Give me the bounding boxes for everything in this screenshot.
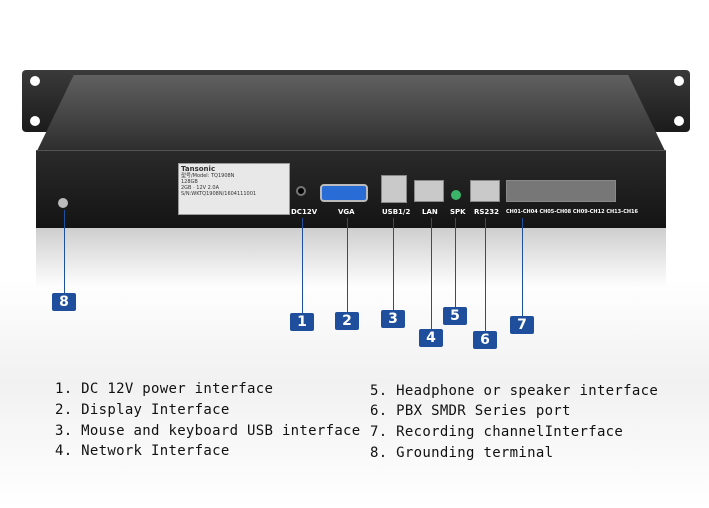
legend-item-2: 2. Display Interface — [55, 402, 230, 418]
spk-jack — [451, 190, 461, 200]
callout-line — [522, 218, 523, 316]
callout-3: 3 — [381, 310, 405, 328]
mount-hole — [30, 76, 40, 86]
legend-item-1: 1. DC 12V power interface — [55, 381, 274, 397]
legend-item-8: 8. Grounding terminal — [370, 445, 554, 461]
reflection — [36, 228, 666, 288]
vga-port — [320, 184, 368, 202]
mount-hole — [674, 116, 684, 126]
legend-item-5: 5. Headphone or speaker interface — [370, 383, 659, 399]
callout-8: 8 — [52, 293, 76, 311]
callout-line — [347, 218, 348, 313]
dc-jack — [296, 186, 306, 196]
model-text: 型号/Model: TQ1908N — [181, 173, 235, 179]
channel-ports — [506, 180, 616, 202]
legend-item-7: 7. Recording channelInterface — [370, 424, 624, 440]
device-label-sticker: Tansonic 型号/Model: TQ1908N 128GB 2GB · 1… — [178, 163, 290, 215]
callout-line — [393, 218, 394, 310]
device-top — [36, 75, 666, 153]
callout-line — [64, 210, 65, 294]
callout-4: 4 — [419, 329, 443, 347]
callout-line — [485, 218, 486, 331]
callout-7: 7 — [510, 316, 534, 334]
port-label-usb: USB1/2 — [382, 208, 411, 216]
callout-line — [455, 218, 456, 307]
callout-line — [302, 218, 303, 313]
serial-text: S/N:WKTQ1908N/1604111001 — [181, 191, 257, 197]
callout-5: 5 — [443, 307, 467, 325]
power-text: 12V 2.0A — [196, 185, 220, 191]
ground-screw-icon — [58, 198, 68, 208]
callout-1: 1 — [290, 313, 314, 331]
port-label-rs232: RS232 — [474, 208, 500, 216]
port-label-vga: VGA — [338, 208, 355, 216]
memory-text: 2GB — [181, 185, 192, 191]
mount-hole — [674, 76, 684, 86]
legend-item-6: 6. PBX SMDR Series port — [370, 403, 571, 419]
mount-hole — [30, 116, 40, 126]
callout-2: 2 — [335, 312, 359, 330]
brand-text: Tansonic — [181, 165, 216, 173]
storage-text: 128GB — [181, 179, 198, 185]
port-label-channels: CH01-CH04 CH05-CH08 CH09-CH12 CH13-CH16 — [506, 209, 639, 215]
callout-line — [431, 218, 432, 330]
port-label-lan: LAN — [422, 208, 438, 216]
port-label-spk: SPK — [450, 208, 466, 216]
callout-6: 6 — [473, 331, 497, 349]
legend-item-3: 3. Mouse and keyboard USB interface — [55, 423, 361, 439]
port-label-dc12v: DC12V — [291, 208, 318, 216]
lan-port — [414, 180, 444, 202]
rs232-port — [470, 180, 500, 202]
legend-item-4: 4. Network Interface — [55, 443, 230, 459]
usb-port — [381, 175, 407, 203]
